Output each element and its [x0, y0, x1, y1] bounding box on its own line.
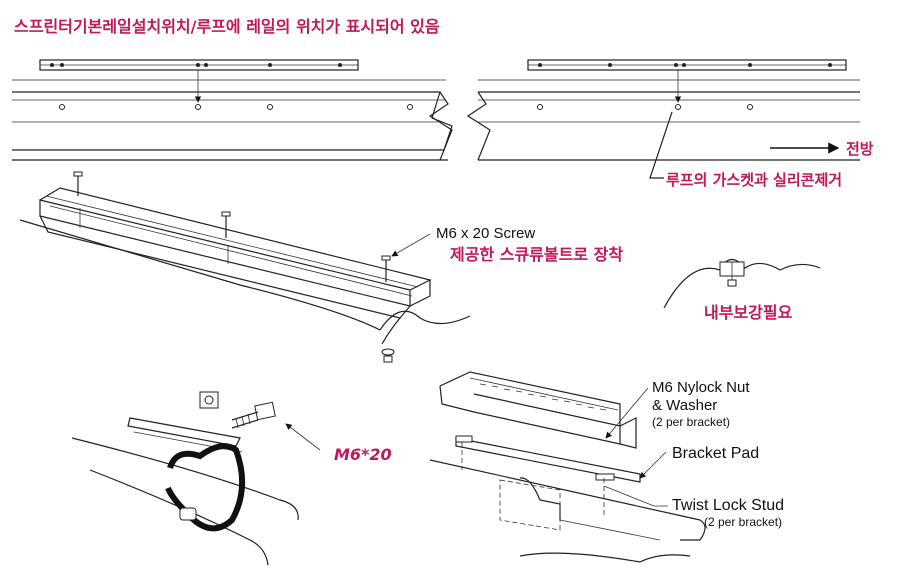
- detail-bolt-view: M6*20: [71, 391, 392, 566]
- reinforcement-inset: [663, 258, 821, 309]
- washer-nut: [381, 348, 395, 363]
- screw-label: M6 x 20 Screw: [436, 225, 535, 242]
- forward-label: 전방: [846, 140, 874, 158]
- reinforce-note: 내부보강필요: [704, 303, 793, 322]
- rail-screw-view: M6 x 20 Screw 제공한 스큐류볼트로 장착 내부보강필요: [19, 171, 821, 363]
- roof-holes: [59, 104, 753, 110]
- bottom-nut: [179, 507, 197, 521]
- install-note: 제공한 스큐류볼트로 장착: [450, 245, 623, 264]
- stud-label: Twist Lock Stud: [672, 497, 784, 514]
- roof-top-view: 전방 루프의 가스켓과 실리콘제거: [12, 59, 874, 189]
- detail-bracket-view: M6 Nylock Nut & Washer (2 per bracket) B…: [429, 371, 784, 563]
- stud-sub: (2 per bracket): [704, 515, 782, 529]
- screw-1: [73, 171, 83, 196]
- square-nut: [199, 391, 219, 409]
- nut-label-2: & Washer: [652, 397, 717, 414]
- bolt-label: M6*20: [334, 445, 392, 464]
- bracket-pad-right: [595, 473, 615, 481]
- pad-label: Bracket Pad: [672, 445, 759, 462]
- nut-label-3: (2 per bracket): [652, 415, 730, 429]
- bracket-outline: [165, 443, 246, 532]
- nut-label-1: M6 Nylock Nut: [652, 379, 750, 396]
- page-title: 스프린터기본레일설치위치/루프에 레일의 위치가 표시되어 있음: [14, 17, 440, 36]
- bracket-pad-left: [455, 435, 473, 443]
- screw-3: [381, 255, 391, 282]
- m6-bolt: [231, 401, 276, 429]
- gasket-note: 루프의 가스켓과 실리콘제거: [666, 171, 842, 189]
- screw-2: [221, 211, 231, 238]
